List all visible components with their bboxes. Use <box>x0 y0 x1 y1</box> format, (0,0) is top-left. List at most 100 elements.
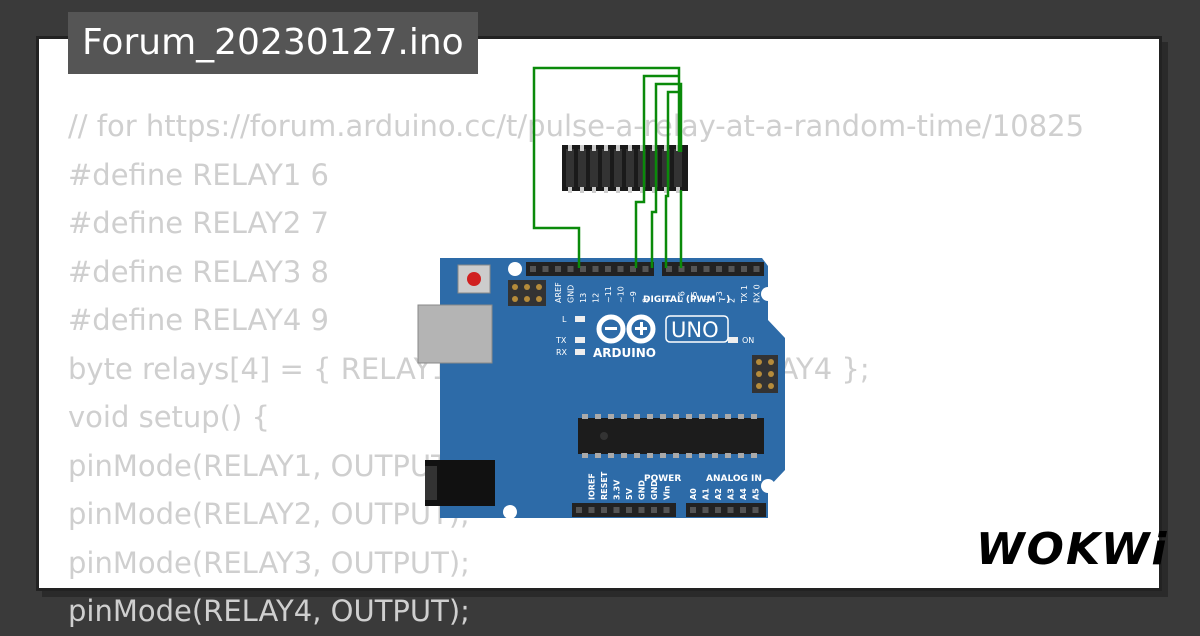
header-pin[interactable] <box>542 266 549 272</box>
pin-label: ~6 <box>678 291 687 303</box>
mounting-hole <box>503 505 517 519</box>
header-pin[interactable] <box>727 507 734 513</box>
mounting-hole <box>761 479 775 493</box>
bar-segment <box>626 149 634 187</box>
bar-pin <box>628 145 632 151</box>
header-pin[interactable] <box>638 507 645 513</box>
pin-label: 8 <box>642 298 651 303</box>
header-pin[interactable] <box>567 266 574 272</box>
led-indicators: L TX RX ON <box>555 315 754 357</box>
code-line: #define RELAY4 9 <box>68 303 329 337</box>
header-pin[interactable] <box>753 266 760 272</box>
bar-pin <box>664 145 668 151</box>
digital-header[interactable] <box>526 262 764 276</box>
pin-label: Vin <box>663 485 672 500</box>
header-pin[interactable] <box>716 266 722 272</box>
header-pin[interactable] <box>617 266 624 272</box>
icsp-header <box>508 280 546 306</box>
pin-label: RESET <box>600 471 609 500</box>
code-line: #define RELAY3 8 <box>68 254 329 289</box>
pin-label: 7 <box>665 298 674 303</box>
header-pin[interactable] <box>691 266 697 272</box>
header-pin[interactable] <box>715 507 721 513</box>
header-pin[interactable] <box>740 507 746 513</box>
pin-label: TX 1 <box>740 285 749 304</box>
header-pin[interactable] <box>690 507 696 513</box>
header-pin[interactable] <box>678 266 685 272</box>
chip-pin <box>686 453 692 458</box>
wire-relay3 <box>650 82 683 268</box>
chip-pin <box>595 414 601 419</box>
header-pin[interactable] <box>728 266 735 272</box>
arduino-logo: UNO ARDUINO <box>593 314 729 360</box>
pin-label: ~9 <box>629 291 638 303</box>
chip-pin <box>647 453 653 458</box>
led-tx-label: TX <box>555 336 567 345</box>
code-line: pinMode(RELAY3, OUTPUT); <box>68 545 470 580</box>
chip-pin <box>647 414 653 419</box>
chip-pin <box>712 414 718 419</box>
header-pin[interactable] <box>630 266 636 272</box>
mounting-hole <box>761 287 775 301</box>
pin-label: A5 <box>752 488 761 500</box>
header-pin[interactable] <box>702 507 709 513</box>
bar-pin <box>592 187 596 193</box>
pin-label: 13 <box>579 293 588 303</box>
bar-segment <box>662 149 670 187</box>
header-pin[interactable] <box>666 266 672 272</box>
code-line: #define RELAY2 7 <box>68 206 329 240</box>
wokwi-logo: WOKWi <box>976 524 1169 575</box>
chip-pin <box>608 453 614 458</box>
bar-pin <box>568 145 572 151</box>
led-on-label: ON <box>742 336 754 345</box>
chip-pin <box>582 453 588 458</box>
header-pin[interactable] <box>741 266 747 272</box>
chip-pin <box>673 414 679 419</box>
header-pin[interactable] <box>651 507 657 513</box>
header-pin[interactable] <box>626 507 632 513</box>
bar-segment <box>638 149 646 187</box>
bar-pin <box>676 187 680 193</box>
code-line: // for https://forum.arduino.cc/t/pulse-… <box>68 109 1085 143</box>
header-pin[interactable] <box>592 266 599 272</box>
chip-pin <box>725 414 731 419</box>
pin-label: A3 <box>727 488 736 500</box>
pin-label: 5V <box>625 487 634 500</box>
pin-label: GND <box>638 480 647 500</box>
header-pin[interactable] <box>530 266 536 272</box>
header-pin[interactable] <box>613 507 620 513</box>
header-pin[interactable] <box>576 507 582 513</box>
header-pin[interactable] <box>580 266 586 272</box>
header-pin[interactable] <box>588 507 595 513</box>
brand-label: ARDUINO <box>593 346 656 360</box>
header-pin[interactable] <box>703 266 710 272</box>
bar-pin <box>628 187 632 193</box>
header-pin[interactable] <box>601 507 607 513</box>
header-pin[interactable] <box>642 266 649 272</box>
header-pin[interactable] <box>752 507 759 513</box>
mounting-hole <box>508 262 522 276</box>
power-analog-header[interactable] <box>572 503 766 517</box>
icsp-header-right <box>752 355 778 393</box>
header-pin[interactable] <box>555 266 561 272</box>
bar-segment <box>602 149 610 187</box>
pin-label: ~3 <box>715 291 724 303</box>
wires[interactable] <box>532 66 683 268</box>
project-title[interactable]: Forum_20230127.ino <box>68 12 478 74</box>
code-line: pinMode(RELAY4, OUTPUT); <box>68 594 470 628</box>
code-line: void setup() { <box>68 400 270 434</box>
pin-label: GND <box>567 285 576 303</box>
header-pin[interactable] <box>605 266 611 272</box>
code-line: #define RELAY1 6 <box>68 157 329 192</box>
microcontroller-chip <box>578 414 764 458</box>
pin-label: ~5 <box>690 291 699 303</box>
chip-pin <box>725 453 731 458</box>
header-pin[interactable] <box>663 507 670 513</box>
led-l-label: L <box>562 315 567 324</box>
reset-button[interactable] <box>457 264 491 294</box>
wire-relay4 <box>634 74 679 268</box>
bar-segment <box>674 149 682 187</box>
